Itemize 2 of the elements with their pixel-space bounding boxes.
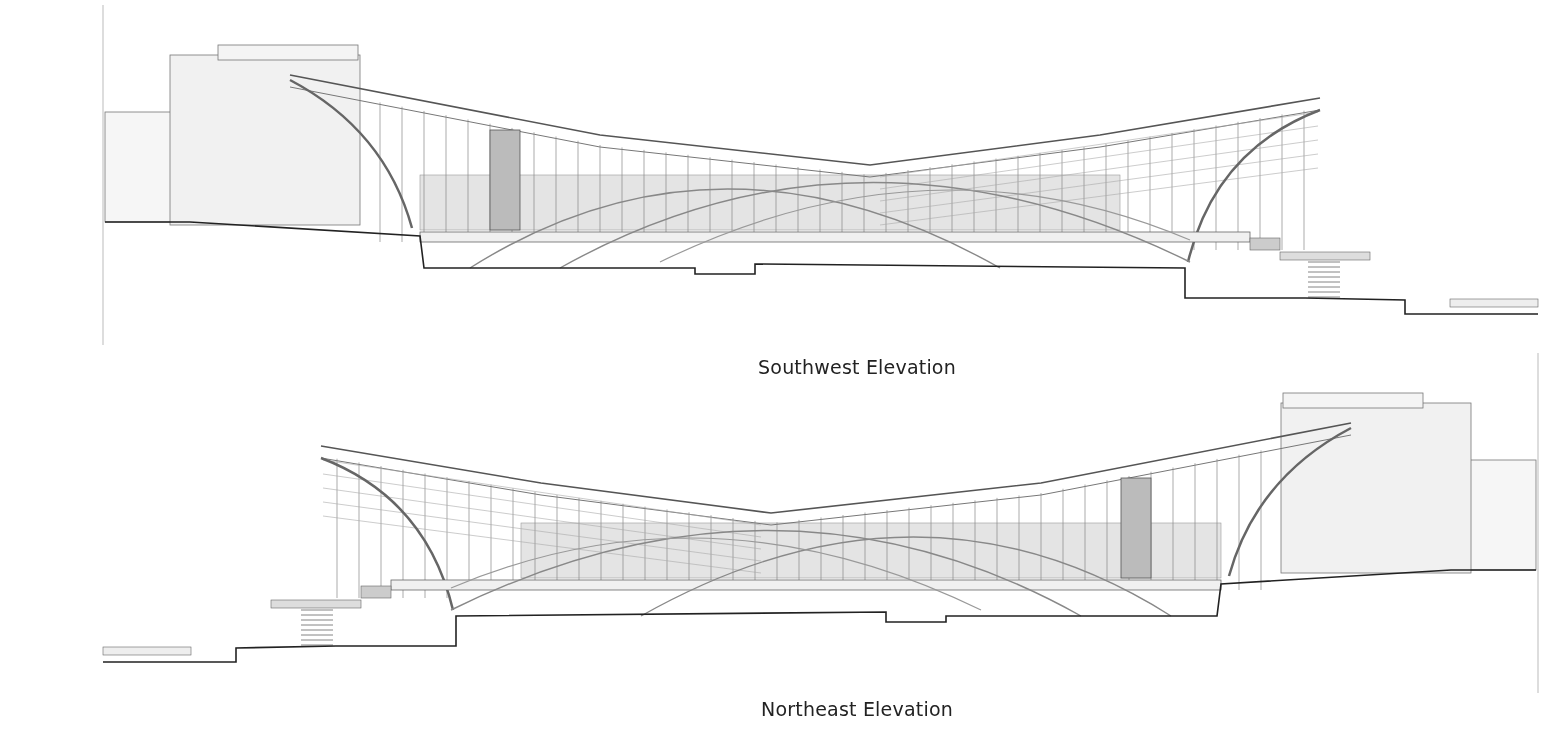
drawing-caption: Northeast Elevation (761, 698, 953, 720)
drawing-caption: Southwest Elevation (758, 356, 956, 378)
